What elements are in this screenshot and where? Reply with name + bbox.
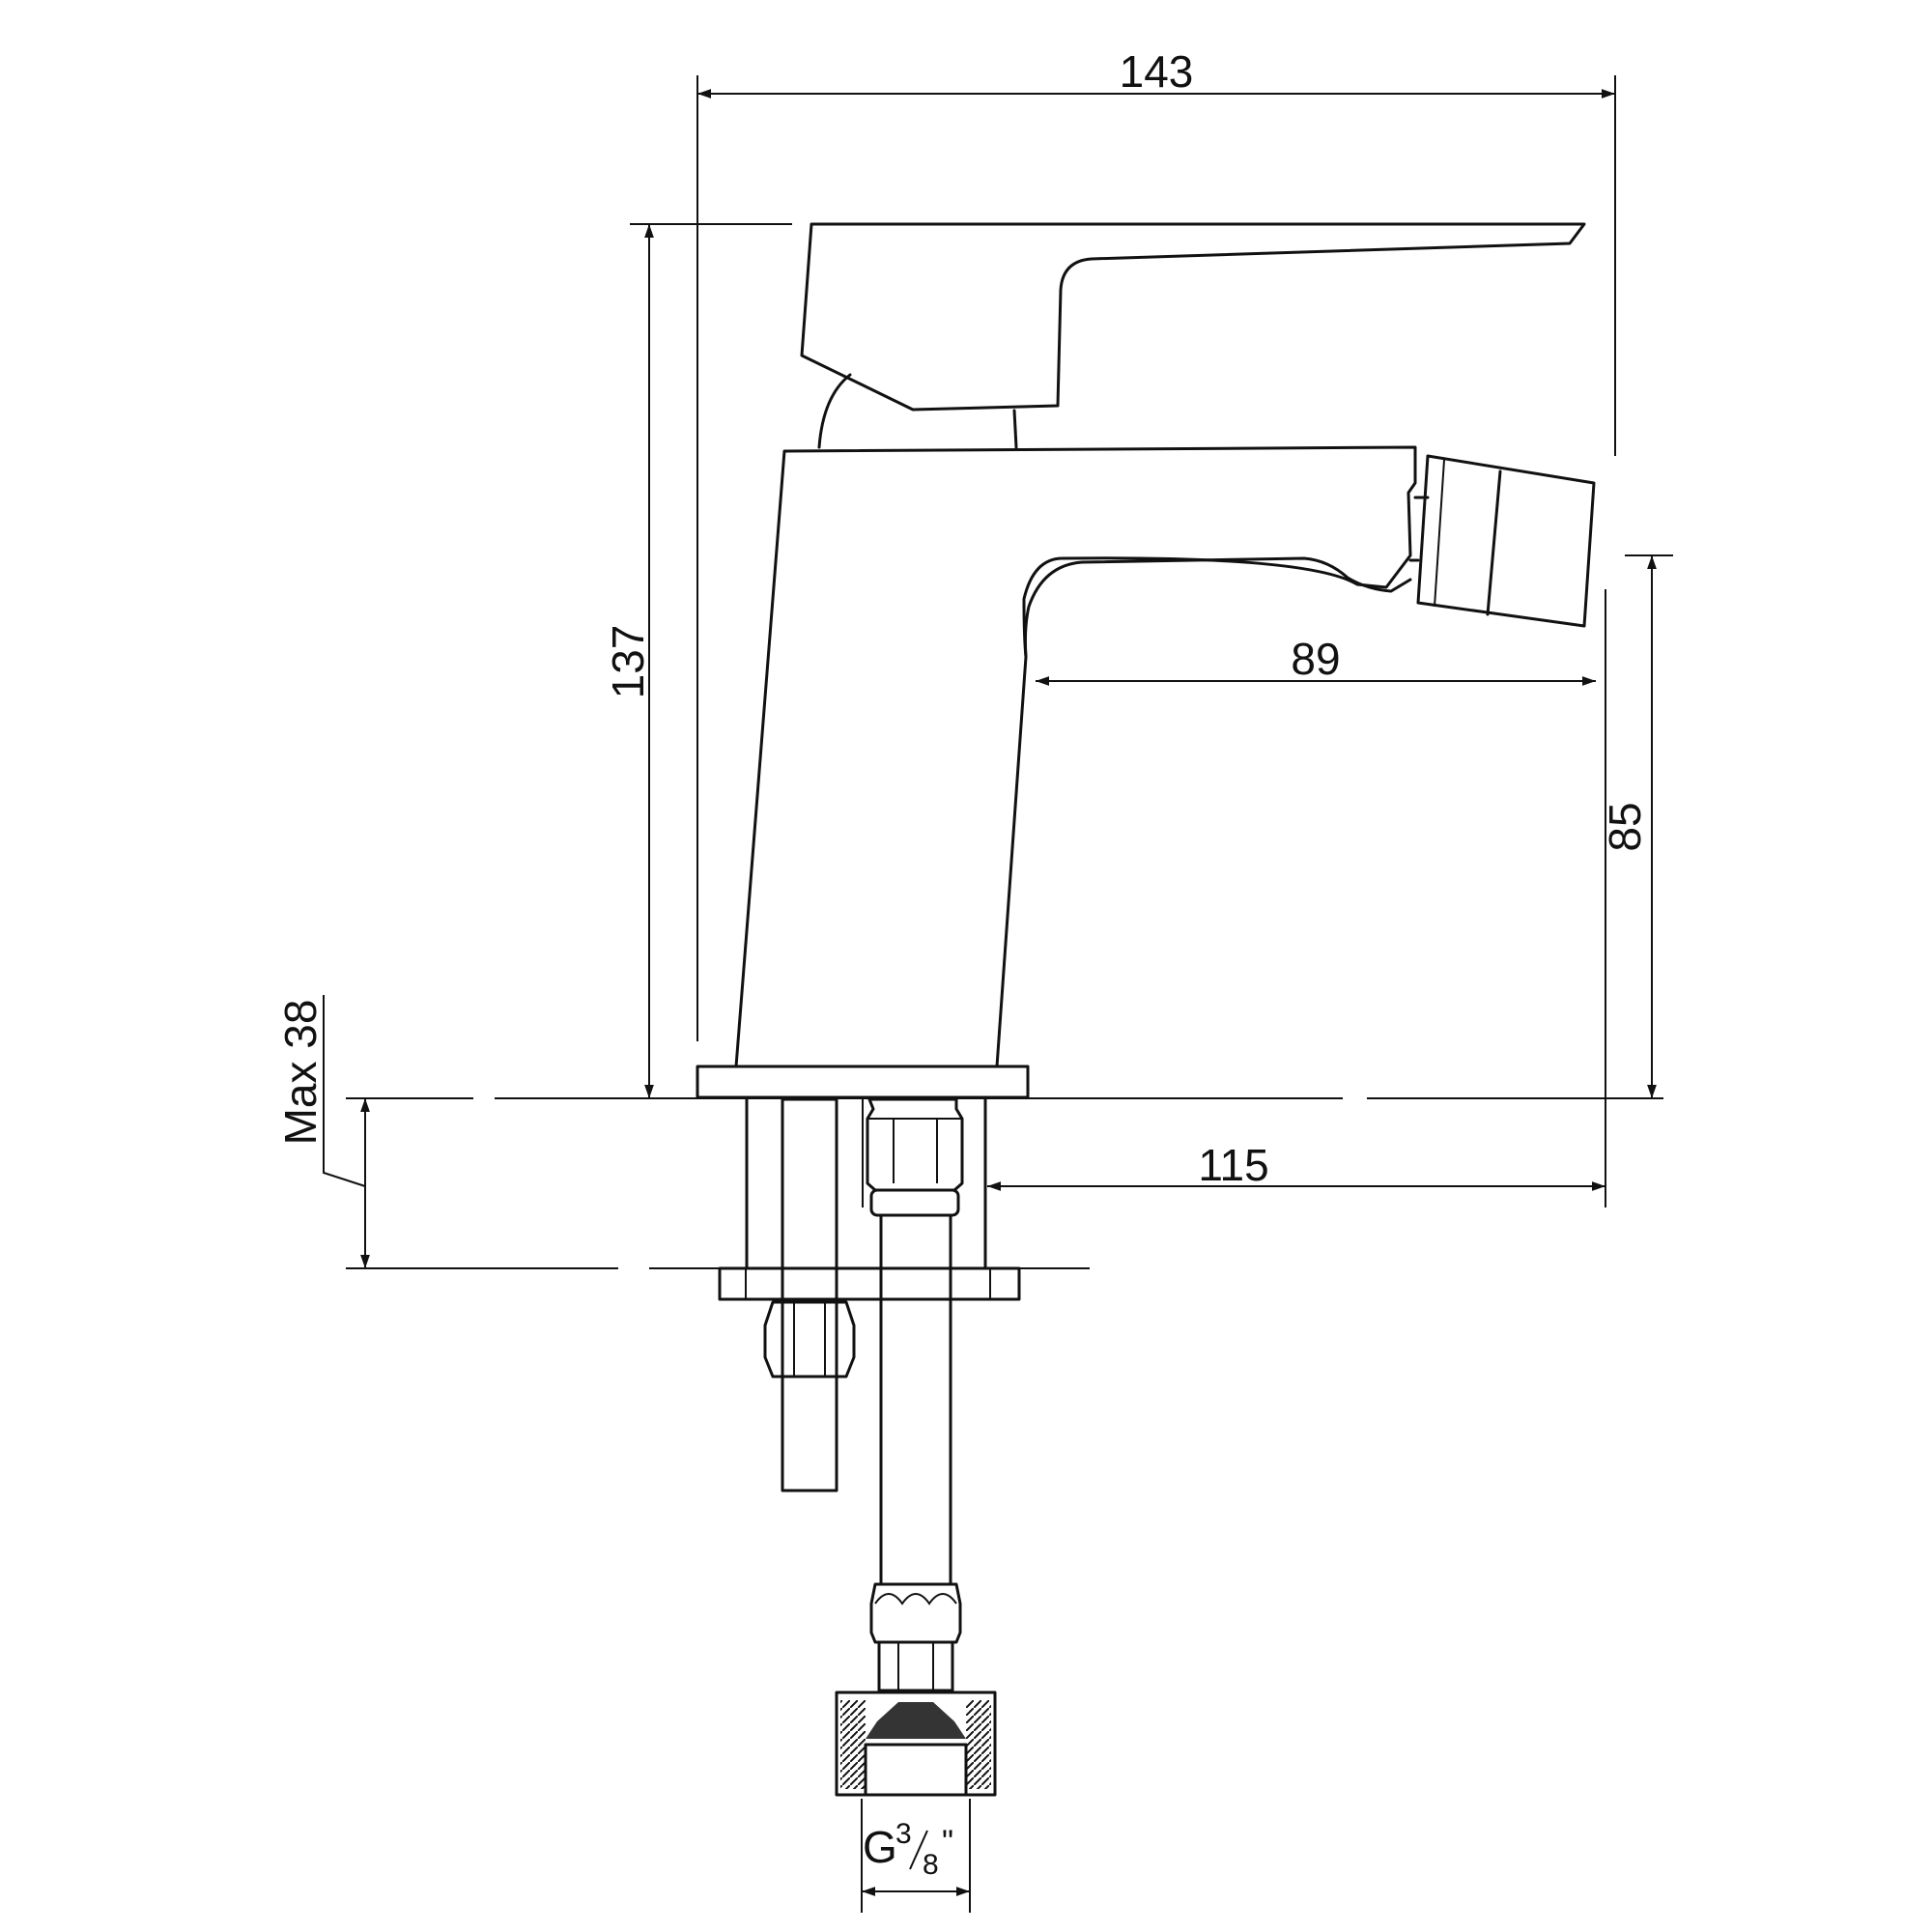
dim-thread-label: G 3 8 ": [863, 1818, 953, 1881]
dim-38-leader: [323, 995, 366, 1187]
thread-suffix: ": [942, 1824, 953, 1861]
dim-137-label: 137: [603, 625, 653, 699]
hose-bottom-crimp: [869, 1582, 962, 1644]
base-plate: [696, 1065, 1030, 1099]
hose-bottom-neck: [877, 1640, 954, 1692]
hose-bottom-ribs: [874, 1593, 957, 1605]
thread-denominator: 8: [923, 1849, 939, 1881]
dim-89-label: 89: [1291, 634, 1340, 684]
thread-fraction-bar: [909, 1830, 928, 1870]
spout-nozzle: [1416, 454, 1596, 628]
thread-prefix: G: [863, 1822, 897, 1872]
faucet-body: [734, 445, 1417, 1068]
dim-38-label: Max 38: [275, 1000, 326, 1146]
faucet: [696, 222, 1596, 1099]
hose-connector-inner: [864, 1743, 968, 1797]
spout-curve: [1023, 556, 1412, 659]
nozzle-ring: [1434, 459, 1445, 608]
cartridge-dome: [817, 373, 852, 449]
lever-handle: [800, 222, 1586, 412]
hose-connector-cone: [866, 1702, 966, 1739]
dim-115-label: 115: [1198, 1140, 1268, 1190]
hose-connector-nut: [835, 1690, 997, 1797]
hose-top-crimp: [869, 1188, 960, 1217]
mounting-washer: [718, 1266, 1021, 1301]
hose-connector-hatch-left: [840, 1700, 866, 1789]
hose-braid: [879, 1213, 952, 1586]
hose-connector-hatch-right: [966, 1700, 991, 1789]
dim-143-label: 143: [1120, 46, 1194, 97]
nozzle-seam: [1486, 469, 1502, 616]
hex-nut: [763, 1300, 856, 1378]
dim-85-label: 85: [1600, 802, 1650, 851]
mounting: [346, 1097, 1663, 1797]
cartridge-stem: [1012, 409, 1018, 449]
dimension-lines: 143 137 89 85 115 Max 38 G 3 8 ": [275, 46, 1673, 1913]
hose-top-fitting: [866, 1097, 964, 1192]
flex-hose: [835, 1097, 997, 1797]
threaded-rod: [781, 1097, 838, 1492]
thread-numerator: 3: [895, 1818, 912, 1850]
